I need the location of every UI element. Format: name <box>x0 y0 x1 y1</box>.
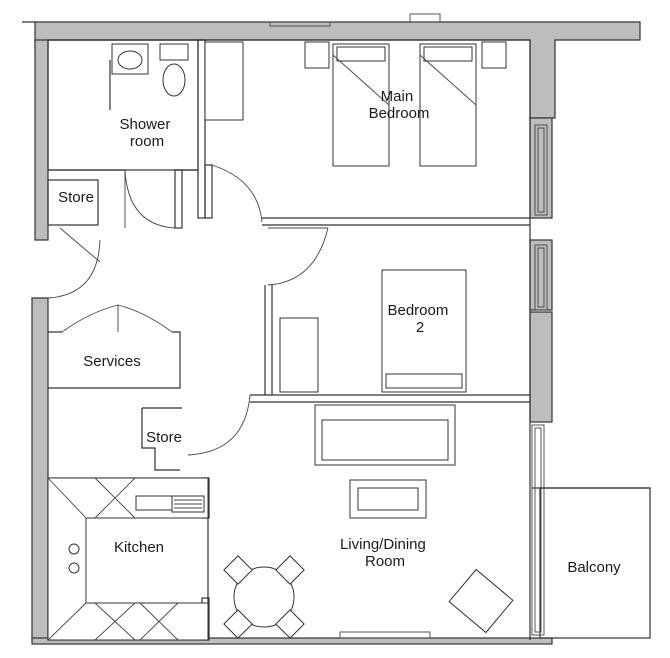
store-lower-outline <box>141 407 182 471</box>
toilet <box>159 43 189 61</box>
walls <box>22 21 641 645</box>
bed-single-1 <box>332 43 390 167</box>
wall-left-lower <box>31 297 49 641</box>
dining-table <box>233 566 295 628</box>
wardrobe <box>204 41 244 121</box>
label-bedroom-2: Bedroom 2 <box>387 302 452 336</box>
label-balcony: Balcony <box>567 559 621 576</box>
desk <box>279 317 319 393</box>
windows <box>269 13 548 639</box>
bed-2 <box>381 269 467 393</box>
armchair <box>448 568 514 634</box>
services-outline <box>48 331 181 389</box>
label-kitchen: Kitchen <box>114 539 164 556</box>
bed-single-2 <box>419 43 477 167</box>
wall-bottom <box>31 637 553 645</box>
wall-right-upper <box>529 117 553 219</box>
label-store-upper: Store <box>58 189 94 206</box>
label-living-dining: Living/Dining Room <box>340 536 430 570</box>
doors <box>47 164 329 456</box>
store-upper-outline <box>47 179 99 226</box>
room-labels: Shower room Main Bedroom Store Services … <box>58 88 621 576</box>
wall-left-upper <box>34 39 49 241</box>
wall-right-lower <box>529 311 553 423</box>
label-services: Services <box>83 353 141 370</box>
label-store-lower: Store <box>146 429 182 446</box>
label-shower-room: Shower room <box>119 116 174 150</box>
wall-right-mid <box>529 239 553 311</box>
furniture <box>47 41 514 641</box>
label-main-bedroom: Main Bedroom <box>369 88 430 122</box>
